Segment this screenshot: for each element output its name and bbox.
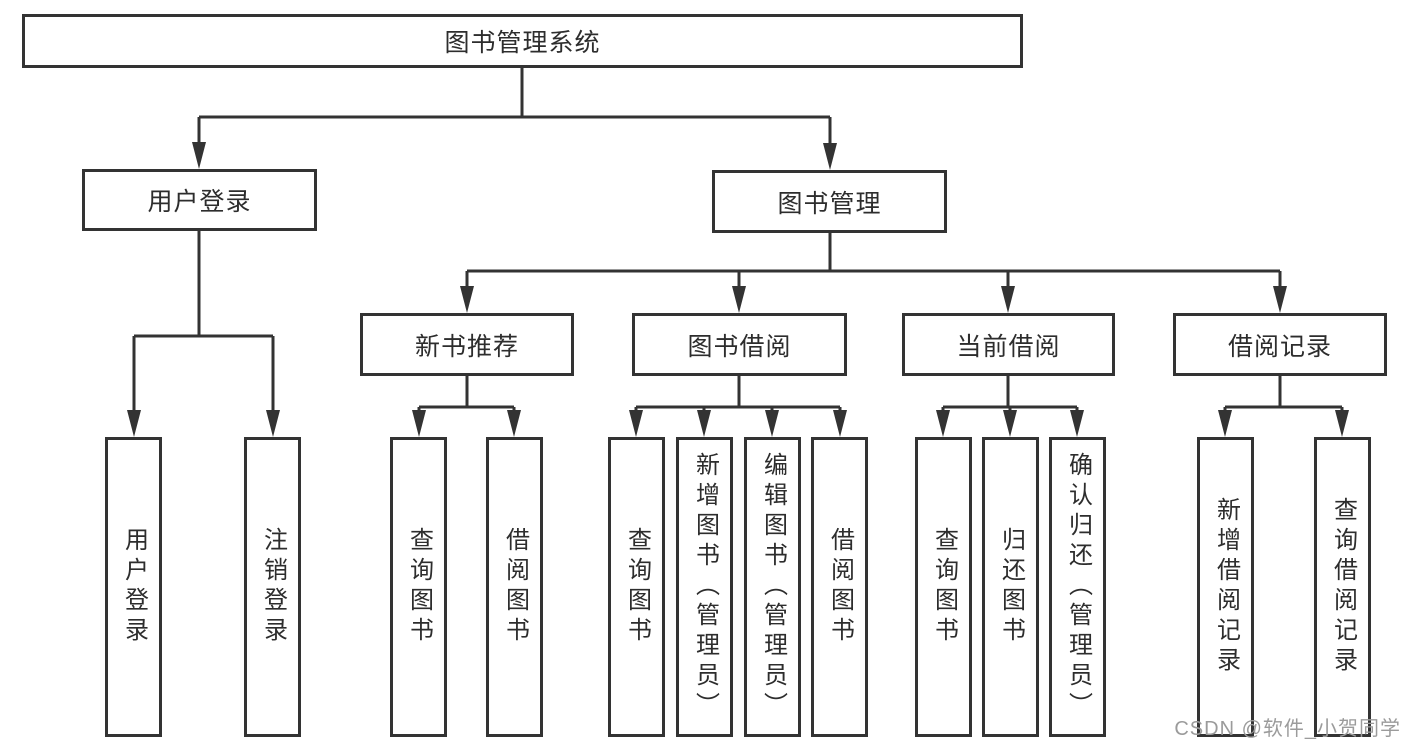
node-book-borrowing: 图书借阅 xyxy=(632,313,847,376)
node-label: 查询图书 xyxy=(623,527,651,647)
leaf-query-books-borrowing: 查询图书 xyxy=(608,437,665,737)
leaf-add-borrow-record: 新增借阅记录 xyxy=(1197,437,1254,737)
csdn-watermark: CSDN @软件_小贺同学 xyxy=(1174,718,1401,740)
leaf-query-borrow-record: 查询借阅记录 xyxy=(1314,437,1371,737)
node-label: 图书管理系统 xyxy=(444,29,601,57)
node-label: 查询借阅记录 xyxy=(1329,497,1357,677)
node-label: 归还图书 xyxy=(997,527,1025,647)
leaf-borrow-books-borrowing: 借阅图书 xyxy=(811,437,868,737)
node-label: 用户登录 xyxy=(120,527,148,647)
leaf-add-books-admin: 新增图书（管理员） xyxy=(676,437,733,737)
node-label: 查询图书 xyxy=(930,527,958,647)
node-label: 借阅图书 xyxy=(501,527,529,647)
node-book-management: 图书管理 xyxy=(712,170,947,233)
node-label: 注销登录 xyxy=(259,527,287,647)
leaf-logout: 注销登录 xyxy=(244,437,301,737)
node-label: 图书管理 xyxy=(777,189,882,218)
node-library-management-system: 图书管理系统 xyxy=(22,14,1023,68)
node-label: 查询图书 xyxy=(405,527,433,647)
node-label: 确认归还（管理员） xyxy=(1064,452,1092,722)
leaf-return-books: 归还图书 xyxy=(982,437,1039,737)
node-label: 新增借阅记录 xyxy=(1212,497,1240,677)
leaf-user-login: 用户登录 xyxy=(105,437,162,737)
node-new-book-recommend: 新书推荐 xyxy=(360,313,574,376)
node-label: 借阅图书 xyxy=(826,527,854,647)
leaf-edit-books-admin: 编辑图书（管理员） xyxy=(744,437,801,737)
leaf-borrow-books-recommend: 借阅图书 xyxy=(486,437,543,737)
leaf-confirm-return-admin: 确认归还（管理员） xyxy=(1049,437,1106,737)
node-label: 新增图书（管理员） xyxy=(691,452,719,722)
node-label: 新书推荐 xyxy=(414,332,519,361)
node-label: 当前借阅 xyxy=(956,332,1061,361)
node-borrowing-records: 借阅记录 xyxy=(1173,313,1387,376)
arrowheads xyxy=(127,142,1349,437)
leaf-query-books-recommend: 查询图书 xyxy=(390,437,447,737)
node-current-borrowing: 当前借阅 xyxy=(902,313,1115,376)
node-user-login: 用户登录 xyxy=(82,169,317,231)
node-label: 编辑图书（管理员） xyxy=(759,452,787,722)
node-label: 借阅记录 xyxy=(1227,332,1332,361)
node-label: 图书借阅 xyxy=(687,332,792,361)
node-label: 用户登录 xyxy=(147,188,252,216)
leaf-query-books-current: 查询图书 xyxy=(915,437,972,737)
